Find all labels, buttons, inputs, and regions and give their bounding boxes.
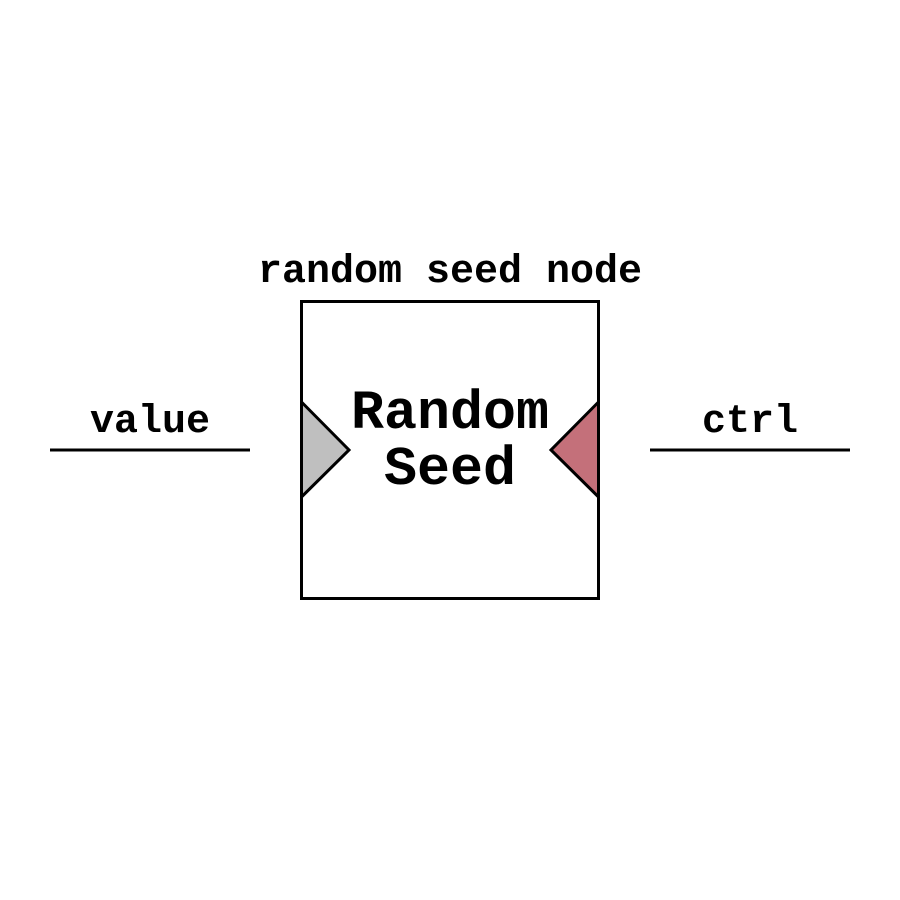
input-port-triangle[interactable] <box>300 398 352 501</box>
output-port-label: ctrl <box>702 400 798 445</box>
node-label-line2: Seed <box>384 438 516 501</box>
node-title: random seed node <box>258 250 642 295</box>
output-port-triangle[interactable] <box>548 398 600 501</box>
node-label-line1: Random <box>351 382 549 445</box>
input-port-label: value <box>90 400 210 445</box>
